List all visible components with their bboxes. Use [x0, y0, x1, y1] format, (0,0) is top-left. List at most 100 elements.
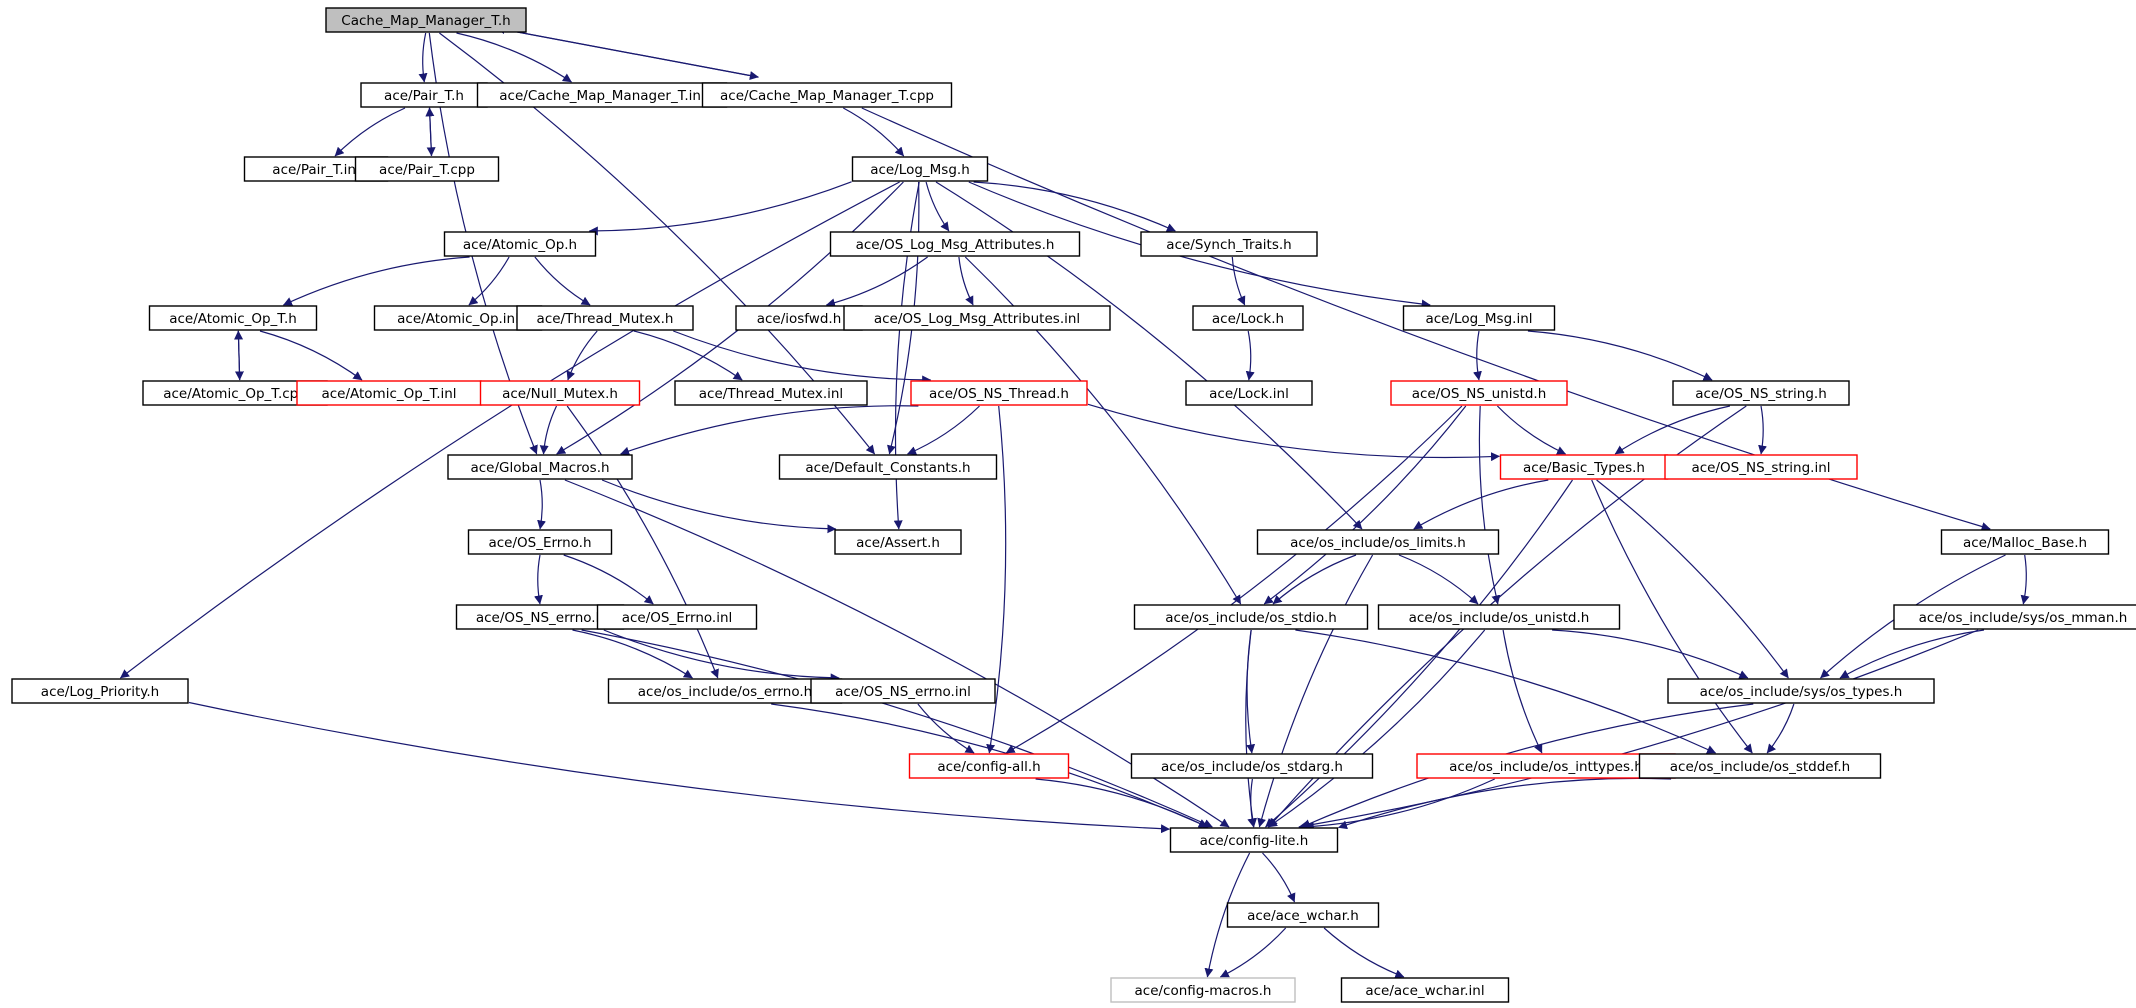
node-os_mman_h[interactable]: ace/os_include/sys/os_mman.h — [1893, 604, 2136, 630]
node-box[interactable] — [1390, 380, 1568, 406]
node-log_priority_h[interactable]: ace/Log_Priority.h — [11, 678, 189, 704]
node-box[interactable] — [516, 305, 694, 331]
node-os_ns_errno_inl[interactable]: ace/OS_NS_errno.inl — [810, 678, 996, 704]
node-atomic_op_t_inl[interactable]: ace/Atomic_Op_T.inl — [296, 380, 482, 406]
edge-os_limits_h-to-os_unistd_h — [1398, 554, 1479, 605]
node-box[interactable] — [1402, 305, 1556, 331]
node-os_ns_thread_h[interactable]: ace/OS_NS_Thread.h — [910, 380, 1088, 406]
edge-basic_types_h-to-config_lite_h — [1265, 479, 1573, 828]
node-null_mutex_h[interactable]: ace/Null_Mutex.h — [479, 380, 641, 406]
edge-log_msg_inl-to-os_ns_unistd_h — [1473, 330, 1482, 381]
node-box[interactable] — [1226, 902, 1380, 928]
node-box[interactable] — [1133, 604, 1369, 630]
node-box[interactable] — [296, 380, 482, 406]
node-cmm_inl[interactable]: ace/Cache_Map_Manager_T.inl — [476, 82, 728, 108]
node-box[interactable] — [810, 678, 996, 704]
node-box[interactable] — [354, 156, 500, 182]
node-box[interactable] — [1638, 753, 1882, 779]
node-config_lite_h[interactable]: ace/config-lite.h — [1169, 827, 1339, 853]
node-box[interactable] — [1192, 305, 1304, 331]
node-atomic_op_inl[interactable]: ace/Atomic_Op.inl — [373, 305, 543, 331]
node-default_constants_h[interactable]: ace/Default_Constants.h — [778, 454, 998, 480]
edge-os_unistd_h-to-os_types_h — [1552, 629, 1749, 679]
node-box[interactable] — [1340, 977, 1510, 1003]
node-cmm_cpp[interactable]: ace/Cache_Map_Manager_T.cpp — [701, 82, 953, 108]
node-lock_inl[interactable]: ace/Lock.inl — [1185, 380, 1313, 406]
node-os_stdio_h[interactable]: ace/os_include/os_stdio.h — [1133, 604, 1369, 630]
node-box[interactable] — [834, 529, 962, 555]
node-pair_cpp[interactable]: ace/Pair_T.cpp — [354, 156, 500, 182]
node-box[interactable] — [1110, 977, 1296, 1003]
node-ace_wchar_h[interactable]: ace/ace_wchar.h — [1226, 902, 1380, 928]
node-box[interactable] — [373, 305, 543, 331]
node-box[interactable] — [1672, 380, 1850, 406]
node-thread_mutex_inl[interactable]: ace/Thread_Mutex.inl — [674, 380, 868, 406]
node-box[interactable] — [1130, 753, 1374, 779]
node-os_ns_string_h[interactable]: ace/OS_NS_string.h — [1672, 380, 1850, 406]
node-os_errno_h[interactable]: ace/OS_Errno.h — [467, 529, 613, 555]
edge-os_ns_errno_h-to-os_ns_errno_inl — [603, 629, 840, 683]
node-log_msg_inl[interactable]: ace/Log_Msg.inl — [1402, 305, 1556, 331]
node-lock_h[interactable]: ace/Lock.h — [1192, 305, 1304, 331]
node-thread_mutex_h[interactable]: ace/Thread_Mutex.h — [516, 305, 694, 331]
node-global_macros_h[interactable]: ace/Global_Macros.h — [447, 454, 633, 480]
node-box[interactable] — [11, 678, 189, 704]
node-box[interactable] — [908, 753, 1070, 779]
node-basic_types_h[interactable]: ace/Basic_Types.h — [1499, 454, 1669, 480]
edge-atomic_op_t_cpp-to-atomic_op_t_h — [234, 330, 244, 380]
node-atomic_op_t_h[interactable]: ace/Atomic_Op_T.h — [148, 305, 318, 331]
node-box[interactable] — [455, 604, 625, 630]
node-box[interactable] — [1664, 454, 1858, 480]
node-box[interactable] — [1893, 604, 2136, 630]
node-os_ns_errno_h[interactable]: ace/OS_NS_errno.h — [455, 604, 625, 630]
node-log_msg_h[interactable]: ace/Log_Msg.h — [851, 156, 989, 182]
node-os_types_h[interactable]: ace/os_include/sys/os_types.h — [1667, 678, 1935, 704]
node-box[interactable] — [1169, 827, 1339, 853]
node-os_log_attr_inl[interactable]: ace/OS_Log_Msg_Attributes.inl — [843, 305, 1111, 331]
node-box[interactable] — [476, 82, 728, 108]
node-box[interactable] — [325, 7, 527, 33]
node-os_ns_string_inl[interactable]: ace/OS_NS_string.inl — [1664, 454, 1858, 480]
node-box[interactable] — [1940, 529, 2110, 555]
node-malloc_base_h[interactable]: ace/Malloc_Base.h — [1940, 529, 2110, 555]
node-pair_h[interactable]: ace/Pair_T.h — [360, 82, 488, 108]
node-box[interactable] — [596, 604, 758, 630]
node-box[interactable] — [701, 82, 953, 108]
node-atomic_op_h[interactable]: ace/Atomic_Op.h — [443, 231, 597, 257]
node-assert_h[interactable]: ace/Assert.h — [834, 529, 962, 555]
node-box[interactable] — [479, 380, 641, 406]
node-config_macros_h[interactable]: ace/config-macros.h — [1110, 977, 1296, 1003]
node-iosfwd_h[interactable]: ace/iosfwd.h — [735, 305, 863, 331]
node-box[interactable] — [148, 305, 318, 331]
node-os_unistd_h[interactable]: ace/os_include/os_unistd.h — [1377, 604, 1621, 630]
node-os_log_attr_h[interactable]: ace/OS_Log_Msg_Attributes.h — [829, 231, 1081, 257]
node-ace_wchar_inl[interactable]: ace/ace_wchar.inl — [1340, 977, 1510, 1003]
node-box[interactable] — [735, 305, 863, 331]
node-box[interactable] — [910, 380, 1088, 406]
node-box[interactable] — [467, 529, 613, 555]
node-box[interactable] — [1140, 231, 1318, 257]
node-box[interactable] — [829, 231, 1081, 257]
edge-os_types_h-to-config_lite_h — [1301, 703, 1754, 828]
node-box[interactable] — [1377, 604, 1621, 630]
node-os_limits_h[interactable]: ace/os_include/os_limits.h — [1256, 529, 1500, 555]
node-cmm_h[interactable]: Cache_Map_Manager_T.h — [325, 7, 527, 33]
node-box[interactable] — [1499, 454, 1669, 480]
node-box[interactable] — [851, 156, 989, 182]
node-os_stdarg_h[interactable]: ace/os_include/os_stdarg.h — [1130, 753, 1374, 779]
node-box[interactable] — [443, 231, 597, 257]
node-synch_traits_h[interactable]: ace/Synch_Traits.h — [1140, 231, 1318, 257]
node-os_errno_inl[interactable]: ace/OS_Errno.inl — [596, 604, 758, 630]
node-os_inttypes_h[interactable]: ace/os_include/os_inttypes.h — [1416, 753, 1676, 779]
node-config_all_h[interactable]: ace/config-all.h — [908, 753, 1070, 779]
node-os_ns_unistd_h[interactable]: ace/OS_NS_unistd.h — [1390, 380, 1568, 406]
node-box[interactable] — [447, 454, 633, 480]
node-box[interactable] — [778, 454, 998, 480]
node-box[interactable] — [843, 305, 1111, 331]
node-box[interactable] — [1667, 678, 1935, 704]
node-os_errno_os_h[interactable]: ace/os_include/os_errno.h — [607, 678, 843, 704]
node-box[interactable] — [1256, 529, 1500, 555]
node-os_stddef_h[interactable]: ace/os_include/os_stddef.h — [1638, 753, 1882, 779]
node-box[interactable] — [1185, 380, 1313, 406]
node-box[interactable] — [674, 380, 868, 406]
